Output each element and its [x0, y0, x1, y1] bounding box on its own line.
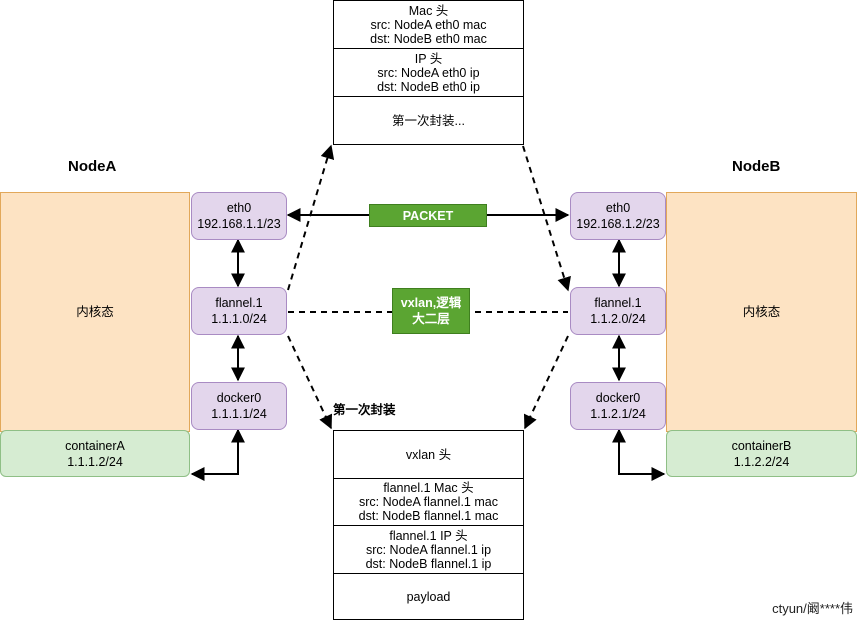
nodeB-docker-ip: 1.1.2.1/24: [590, 407, 646, 421]
bottom-ip-src: src: NodeA flannel.1 ip: [365, 542, 492, 557]
top-packet-inner: 第一次封装...: [333, 96, 524, 145]
top-ip-src: src: NodeA eth0 ip: [377, 65, 480, 80]
bottom-ip-title: flannel.1 IP 头: [389, 528, 468, 543]
nodeA-container-ip: 1.1.1.2/24: [67, 454, 123, 469]
nodeB-eth0-ip: 192.168.1.2/23: [576, 217, 660, 231]
nodeA-kernel: 内核态: [0, 192, 190, 432]
nodeA-to-top-packet: [287, 144, 335, 291]
nodeA-eth0[interactable]: eth0 192.168.1.1/23: [191, 192, 287, 240]
nodeB-to-bottom-packet: [523, 335, 569, 430]
nodeA-eth0-name: eth0: [226, 201, 252, 215]
bottom-mac-src: src: NodeA flannel.1 mac: [359, 495, 498, 509]
bottom-payload-label: payload: [406, 589, 451, 604]
bottom-ip-dst: dst: NodeB flannel.1 ip: [365, 556, 492, 571]
nodeB-docker-container-link: [612, 428, 666, 481]
vxlan-tag: vxlan,逻辑 大二层: [392, 288, 470, 334]
nodeB-kernel: 内核态: [666, 192, 857, 432]
nodeB-eth0-name: eth0: [605, 201, 631, 215]
nodeA-container-name: containerA: [65, 438, 125, 453]
top-packet-to-nodeB: [522, 145, 571, 292]
top-ip-title: IP 头: [414, 51, 443, 66]
first-encap-label: 第一次封装: [333, 403, 396, 417]
nodeB-flannel[interactable]: flannel.1 1.1.2.0/24: [570, 287, 666, 335]
top-mac-title: Mac 头: [408, 3, 449, 18]
packet-tag-label: PACKET: [402, 208, 454, 223]
vxlan-tag-line-1: vxlan,逻辑: [400, 296, 462, 310]
nodeB-flannel-name: flannel.1: [594, 296, 642, 310]
nodeA-docker-ip: 1.1.1.1/24: [211, 407, 267, 421]
nodeB-container-name: containerB: [731, 438, 792, 453]
nodeA-docker-name: docker0: [216, 391, 262, 405]
nodeB-eth0[interactable]: eth0 192.168.1.2/23: [570, 192, 666, 240]
vxlan-tag-line-2: 大二层: [412, 312, 450, 326]
bottom-packet-payload: payload: [333, 573, 524, 620]
nodeB-flannel-ip: 1.1.2.0/24: [590, 312, 646, 326]
nodeB-container[interactable]: containerB 1.1.2.2/24: [666, 430, 857, 477]
nodeB-docker[interactable]: docker0 1.1.2.1/24: [570, 382, 666, 430]
bottom-mac-title: flannel.1 Mac 头: [383, 481, 474, 495]
nodeB-kernel-label: 内核态: [742, 305, 781, 319]
nodeB-title: NodeB: [732, 158, 781, 175]
bottom-packet-flannel-mac-header: flannel.1 Mac 头 src: NodeA flannel.1 mac…: [333, 478, 524, 526]
nodeA-docker[interactable]: docker0 1.1.1.1/24: [191, 382, 287, 430]
nodeA-title: NodeA: [68, 158, 117, 175]
bottom-packet-flannel-ip-header: flannel.1 IP 头 src: NodeA flannel.1 ip d…: [333, 525, 524, 574]
bottom-vxlan-title: vxlan 头: [405, 447, 452, 462]
top-inner-label: 第一次封装...: [392, 113, 465, 128]
watermark: ctyun/阚****伟: [772, 601, 853, 616]
top-packet-mac-header: Mac 头 src: NodeA eth0 mac dst: NodeB eth…: [333, 0, 524, 49]
nodeB-docker-name: docker0: [595, 391, 641, 405]
bottom-mac-dst: dst: NodeB flannel.1 mac: [358, 509, 499, 523]
nodeA-eth0-ip: 192.168.1.1/23: [197, 217, 281, 231]
nodeB-container-ip: 1.1.2.2/24: [733, 454, 790, 469]
nodeA-container[interactable]: containerA 1.1.1.2/24: [0, 430, 190, 477]
nodeA-docker-container-link: [190, 428, 245, 481]
top-packet-ip-header: IP 头 src: NodeA eth0 ip dst: NodeB eth0 …: [333, 48, 524, 97]
top-mac-dst: dst: NodeB eth0 mac: [370, 31, 487, 46]
nodeA-kernel-label: 内核态: [76, 305, 114, 319]
packet-tag: PACKET: [369, 204, 487, 227]
nodeA-to-bottom-packet: [287, 335, 333, 430]
nodeA-flannel-name: flannel.1: [215, 296, 263, 310]
top-ip-dst: dst: NodeB eth0 ip: [377, 79, 480, 94]
nodeA-flannel[interactable]: flannel.1 1.1.1.0/24: [191, 287, 287, 335]
nodeA-flannel-ip: 1.1.1.0/24: [211, 312, 267, 326]
top-mac-src: src: NodeA eth0 mac: [370, 17, 487, 32]
bottom-packet-vxlan-header: vxlan 头: [333, 430, 524, 479]
